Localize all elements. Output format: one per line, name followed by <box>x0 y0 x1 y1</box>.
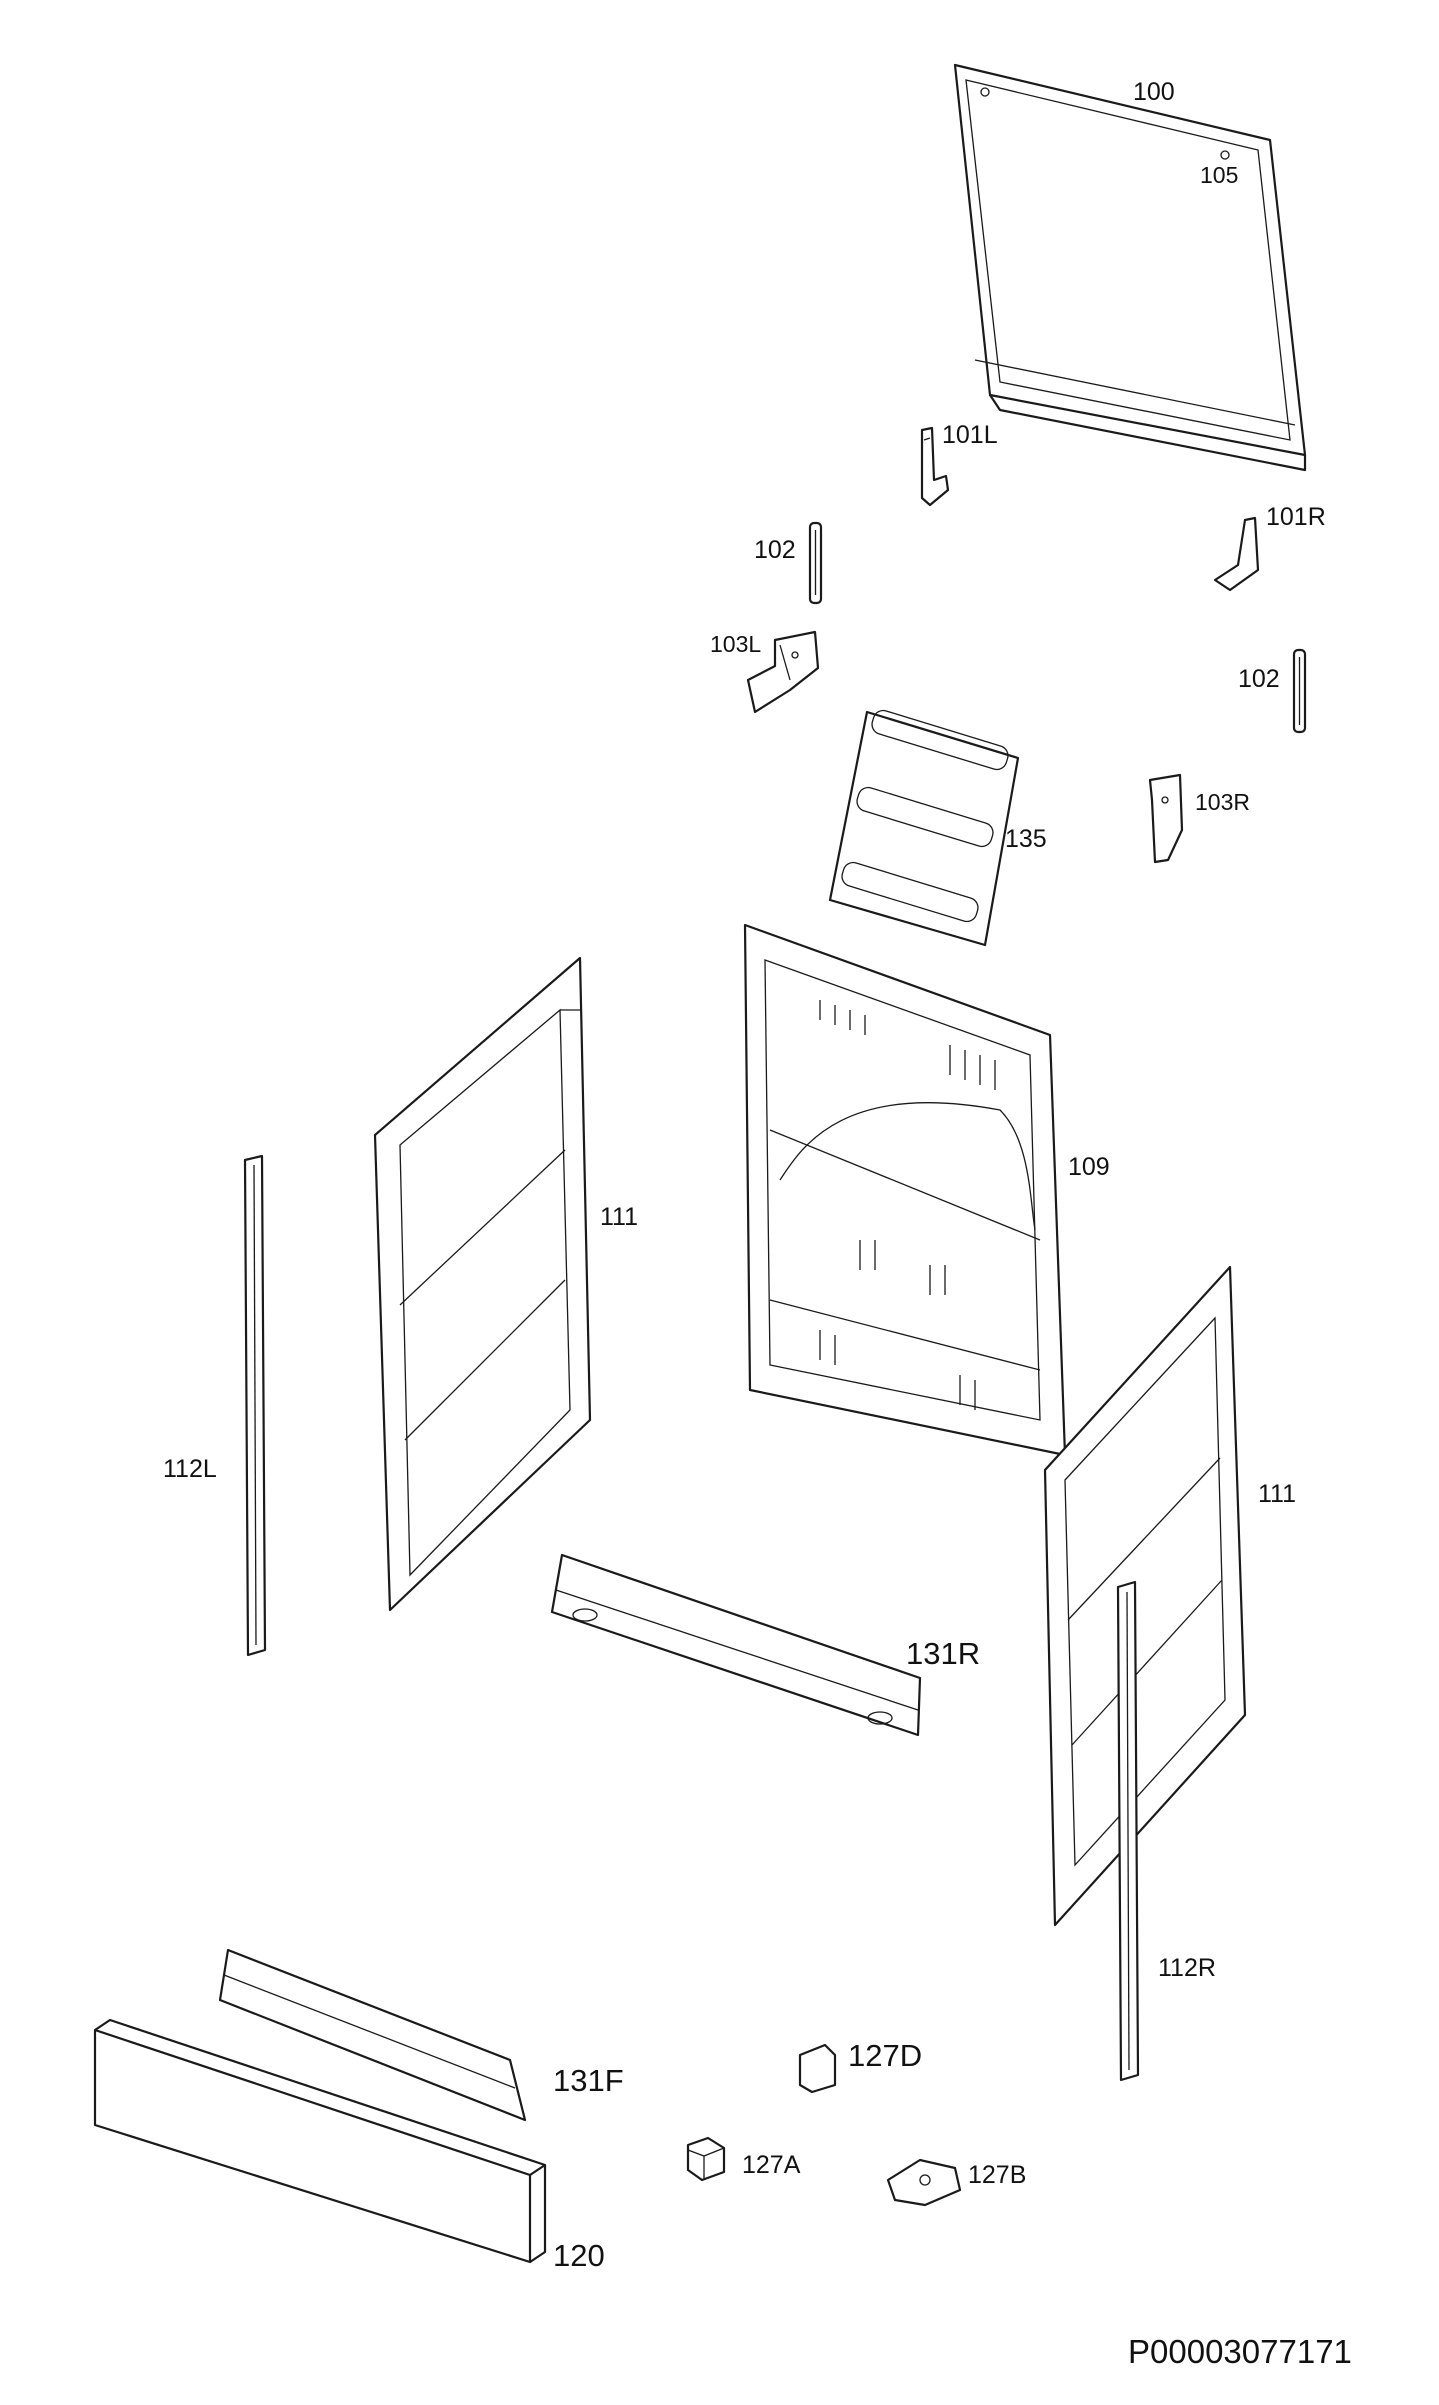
label-part-131r: 131R <box>906 1636 981 1671</box>
label-part-100: 100 <box>1133 78 1175 106</box>
part-102-pin-right <box>1292 648 1307 734</box>
part-127a-clip <box>686 2136 726 2182</box>
document-code: P00003077171 <box>1128 2333 1352 2370</box>
part-101l-hinge <box>920 426 950 507</box>
part-112r-strip <box>1116 1580 1140 2082</box>
part-103l-bracket <box>746 630 820 714</box>
label-part-112r: 112R <box>1158 1954 1216 1982</box>
label-part-112l: 112L <box>163 1455 217 1483</box>
label-part-127d: 127D <box>848 2038 923 2073</box>
label-part-102-right: 102 <box>1238 665 1280 693</box>
label-part-102-left: 102 <box>754 536 796 564</box>
part-127b-bracket <box>886 2158 962 2207</box>
part-101r-hinge <box>1213 516 1260 592</box>
part-103r-bracket <box>1148 773 1184 864</box>
label-part-131f: 131F <box>553 2063 624 2098</box>
part-131r-rail <box>550 1553 922 1737</box>
part-120-front-panel <box>93 2018 547 2264</box>
part-131f-rail <box>218 1948 527 2122</box>
part-100-lid-frame <box>953 63 1307 472</box>
label-part-127a: 127A <box>742 2151 801 2179</box>
part-102-pin-left <box>808 521 823 605</box>
label-part-120: 120 <box>553 2238 605 2273</box>
part-127d-clip <box>798 2043 837 2094</box>
label-part-101r: 101R <box>1266 503 1326 531</box>
label-part-103r: 103R <box>1195 789 1250 815</box>
label-part-105: 105 <box>1200 162 1239 188</box>
part-111-side-panel-left <box>373 956 592 1612</box>
part-109-back-panel <box>743 923 1067 1457</box>
label-part-103l: 103L <box>710 631 762 657</box>
part-112l-strip <box>243 1154 267 1657</box>
label-part-127b: 127B <box>968 2161 1027 2189</box>
part-135-shelf-rack <box>828 709 1020 947</box>
label-part-109: 109 <box>1068 1153 1110 1181</box>
label-part-111-left: 111 <box>600 1203 639 1231</box>
label-part-111-right: 111 <box>1258 1480 1297 1508</box>
label-part-101l: 101L <box>942 421 998 449</box>
part-111-side-panel-right <box>1043 1265 1247 1927</box>
label-part-135: 135 <box>1005 825 1047 853</box>
